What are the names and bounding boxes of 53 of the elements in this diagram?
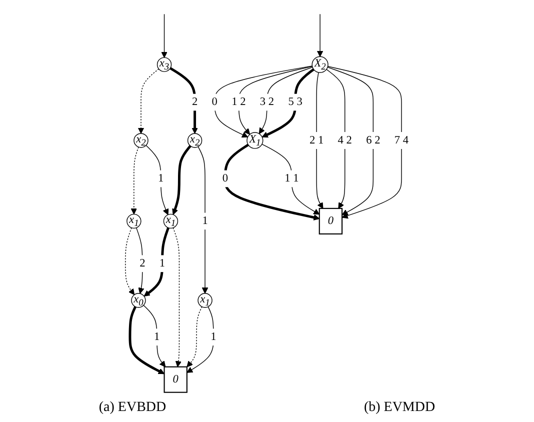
arrow (316, 14, 324, 57)
arrow (327, 66, 374, 216)
variable-node-circle: x$_{1}$ (198, 293, 212, 308)
arrow (144, 227, 170, 296)
arrow (128, 306, 165, 374)
variable-node-circle: x$_{2}$ (134, 133, 148, 148)
edge-label: 0 (222, 170, 228, 188)
edge-label: 2 (140, 255, 146, 272)
arrow (172, 145, 192, 215)
edge-label: 1 (202, 212, 208, 230)
arrow (316, 72, 324, 209)
variable-node-circle: x$_{0}$ (131, 293, 146, 308)
panel-caption: (a) EVBDD (98, 400, 166, 416)
arrow (138, 68, 160, 134)
arrow (198, 146, 208, 294)
variable-node-circle: x$_{3}$ (156, 57, 172, 72)
edge-label: 1 2 (232, 94, 246, 111)
arrow (214, 66, 313, 138)
edge-label: 4 2 (338, 132, 352, 149)
edge-label: 1 (159, 255, 166, 272)
panel-caption: (b) EVMDD (364, 400, 436, 416)
edge-label: 0 (212, 94, 218, 111)
edge-label: 7 4 (394, 132, 409, 149)
arrow (136, 227, 144, 294)
variable-node-circle: x$_{1}$ (126, 214, 142, 229)
arrow (186, 306, 202, 368)
edge-label: 2 (192, 94, 198, 111)
arrow (161, 14, 168, 58)
edge-label: 5 3 (288, 94, 302, 111)
edge-label: 6 2 (366, 132, 380, 149)
edge-label: 1 (210, 328, 216, 346)
variable-node-circle: X$_{2}$ (312, 56, 328, 73)
arrow (146, 145, 169, 216)
arrow (186, 306, 214, 373)
arrow (170, 67, 198, 134)
arrow (262, 144, 320, 215)
edge-label: 1 (154, 328, 160, 346)
edge-label: 1 1 (284, 170, 299, 188)
arrow (238, 66, 313, 135)
terminal-box: 0 (164, 366, 188, 393)
edge-label: 2 1 (309, 132, 324, 149)
terminal-box: 0 (318, 208, 343, 234)
edge-label: 1 (158, 170, 164, 188)
arrow (326, 68, 346, 209)
variable-node-circle: x$_{2}$ (187, 133, 202, 148)
arrow (327, 66, 402, 219)
arrow (125, 227, 135, 296)
edge-label: 3 2 (260, 94, 274, 111)
arrow (130, 146, 139, 214)
variable-node-circle: X$_{1}$ (246, 132, 264, 149)
arrow (172, 227, 182, 368)
variable-node-circle: x$_{1}$ (163, 214, 178, 229)
arrow (224, 144, 320, 220)
